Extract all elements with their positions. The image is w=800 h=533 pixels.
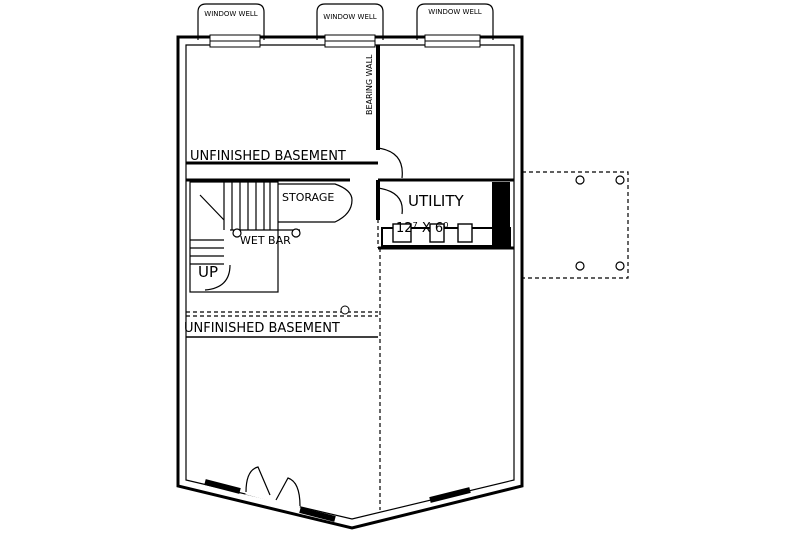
window-well-label-1: WINDOW WELL [204,10,258,18]
dashed-partitions [186,184,381,510]
wet-bar-label: WET BAR [240,234,291,247]
storage-enclosure [278,183,353,223]
light-fixture [340,305,350,315]
window-well-left [197,3,265,40]
window-well-label-2: WINDOW WELL [323,13,377,21]
window-well-label-3: WINDOW WELL [428,8,482,16]
wet-bar [230,228,301,238]
bearing-wall-label: BEARING WALL [365,54,374,115]
storage-label: STORAGE [282,191,334,204]
exterior-walls [176,35,524,530]
dashed-deck [522,171,629,279]
utility-dimensions: 12⁷ X 6⁰ [396,221,448,236]
utility-fixtures [381,182,511,247]
interior-walls [186,147,514,250]
entry-double-doors [245,466,301,509]
basement-lower-label: UNFINISHED BASEMENT [184,321,340,336]
window-well-right [416,3,494,40]
stairs-up-label: UP [198,263,218,281]
stairs [189,181,279,293]
window-well-center [316,3,384,40]
windows [204,34,481,522]
basement-upper-label: UNFINISHED BASEMENT [190,149,346,164]
utility-label: UTILITY [408,192,465,210]
